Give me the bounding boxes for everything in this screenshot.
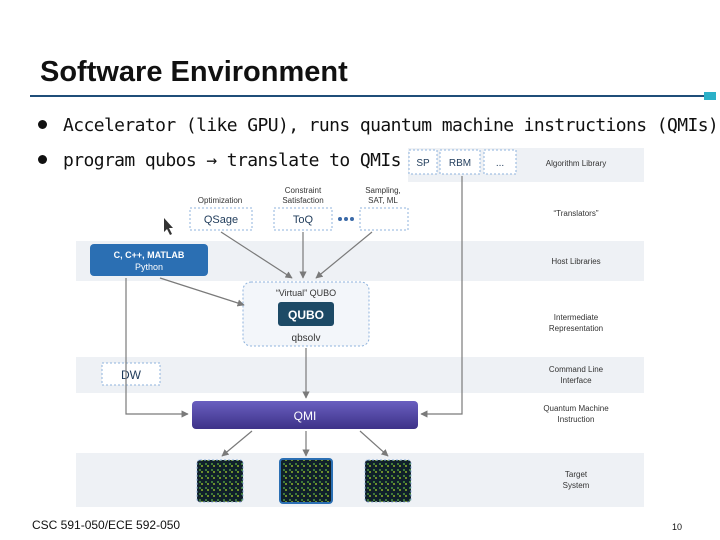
layer-label-algorithm: Algorithm Library: [546, 159, 606, 168]
arrow-sampling-to-qubo: [315, 231, 373, 279]
layer-label-target-l1: Target: [565, 470, 588, 479]
layer-label-qmi-l2: Instruction: [558, 415, 595, 424]
translator-box-sampling: [359, 207, 409, 231]
translator-caption-constraint-l1: Constraint: [285, 186, 322, 195]
qmi-bar-label: QMI: [294, 409, 317, 423]
layer-label-host: Host Libraries: [551, 257, 600, 266]
slide-title: Software Environment: [40, 56, 348, 88]
translator-box-qsage-label: QSage: [204, 214, 238, 226]
title-accent-bar: [704, 92, 716, 100]
cursor-arrow-icon: [164, 218, 173, 235]
translator-box-toq-label: ToQ: [293, 214, 314, 226]
translator-dot: [344, 217, 348, 221]
layer-label-intermediate-l2: Representation: [549, 324, 603, 333]
host-library-line1: C, C++, MATLAB: [114, 250, 185, 260]
translator-caption-sampling-l2: SAT, ML: [368, 196, 398, 205]
cli-box-dw: [101, 362, 161, 386]
algo-box-sp: [408, 149, 438, 175]
target-chip-2: [279, 458, 333, 504]
bullet-item-2: program qubos → translate to QMIs: [38, 150, 401, 171]
algo-box-more-label: ...: [496, 158, 504, 169]
bullet-dot: [38, 119, 47, 129]
host-library-box: [90, 244, 208, 276]
layer-label-cli-l1: Command Line: [549, 365, 604, 374]
page-number: 10: [672, 522, 683, 532]
layer-label-target-l2: System: [563, 481, 590, 490]
translator-caption-sampling-l1: Sampling,: [365, 186, 401, 195]
bullet-item-1: Accelerator (like GPU), runs quantum mac…: [38, 115, 719, 136]
target-chip-3: [364, 459, 412, 503]
layer-label-qmi-l1: Quantum Machine: [543, 404, 609, 413]
layer-label-intermediate-l1: Intermediate: [554, 313, 599, 322]
algo-box-more: [483, 149, 517, 175]
virtual-qubo-label: “Virtual” QUBO: [276, 288, 336, 298]
translator-dot: [350, 217, 354, 221]
qubo-box-label: QUBO: [288, 308, 324, 322]
translator-dots: [338, 217, 354, 221]
host-library-line2: Python: [135, 262, 163, 272]
translator-box-toq: [273, 207, 333, 231]
translator-caption-sampling: Sampling,SAT, ML: [365, 186, 401, 205]
bullet-text-2: program qubos → translate to QMIs: [63, 150, 401, 171]
arrow-qsage-to-qubo: [220, 231, 293, 279]
arrow-host-to-qubo: [159, 277, 245, 307]
translator-caption-constraint-l2: Satisfaction: [282, 196, 323, 205]
algo-box-rbm: [439, 149, 481, 175]
cli-box-dw-label: DW: [121, 368, 142, 382]
layer-label-translators: “Translators”: [553, 209, 598, 218]
arrow-qmi-to-chip3: [359, 430, 389, 457]
target-chip-1: [196, 459, 244, 503]
translator-dot: [338, 217, 342, 221]
layer-band-target: [76, 453, 644, 507]
layer-band-cli: [76, 357, 644, 393]
arrow-algo-to-qmi: [420, 176, 463, 418]
title-underline: [30, 95, 704, 97]
qmi-bar: [192, 401, 418, 429]
layer-label-cli-l2: Interface: [560, 376, 592, 385]
translator-box-qsage: [189, 207, 253, 231]
algo-box-sp-label: SP: [416, 158, 430, 169]
translator-caption-optimization: Optimization: [198, 196, 242, 205]
arrow-qmi-to-chip1: [221, 430, 253, 457]
qubo-box: [278, 302, 334, 326]
bullet-text-1: Accelerator (like GPU), runs quantum mac…: [63, 115, 719, 136]
qbsolv-label: qbsolv: [292, 333, 321, 344]
diagram-arrows: [125, 176, 463, 457]
bullet-dot: [38, 154, 47, 164]
algo-box-rbm-label: RBM: [449, 158, 471, 169]
footer-course-code: CSC 591-050/ECE 592-050: [32, 518, 181, 532]
arrow-host-to-qmi: [125, 278, 189, 418]
